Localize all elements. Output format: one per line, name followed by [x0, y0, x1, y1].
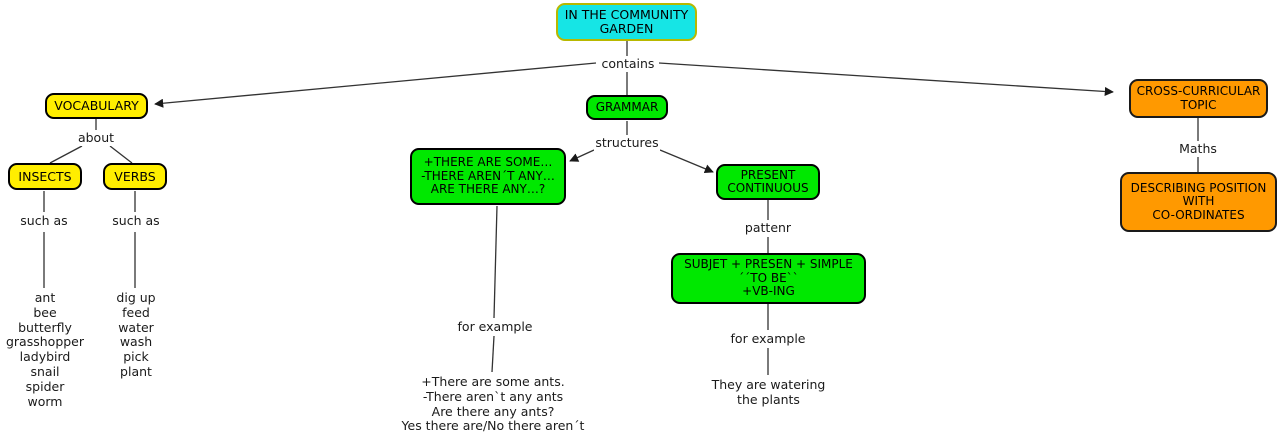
link-label-maths: Maths: [1172, 141, 1224, 157]
link-label-contains: contains: [597, 56, 659, 72]
leaf-present-continuous-example: They are watering the plants: [711, 377, 826, 407]
edge-there-are-to-for-example: [493, 205, 498, 319]
edge-for-example-to-there-are-examples: [491, 335, 495, 373]
leaf-verb-words: dig up feed water wash pick plant: [116, 290, 156, 379]
link-label-pattenr: pattenr: [740, 220, 796, 236]
node-present-continuous-pattern[interactable]: SUBJET + PRESEN + SIMPLE ´´TO BE`` +VB-I…: [671, 253, 866, 304]
node-grammar[interactable]: GRAMMAR: [586, 95, 668, 120]
node-root[interactable]: IN THE COMMUNITY GARDEN: [556, 3, 697, 41]
node-cross-curricular-topic[interactable]: CROSS-CURRICULAR TOPIC: [1129, 79, 1268, 118]
link-label-structures: structures: [594, 135, 660, 151]
leaf-there-are-examples: +There are some ants. -There aren`t any …: [401, 374, 585, 434]
link-label-such-as-insects: such as: [13, 213, 75, 229]
link-label-for-example-there-are: for example: [453, 319, 537, 335]
edge-contains-to-vocabulary: [154, 62, 597, 108]
node-there-are-structures[interactable]: +THERE ARE SOME… -THERE AREN´T ANY… ARE …: [410, 148, 566, 205]
link-label-about: about: [72, 130, 120, 146]
edge-about-to-insects: [49, 145, 83, 164]
edge-structures-to-present-continuous: [659, 149, 714, 174]
edge-contains-to-cross-curricular: [658, 62, 1114, 97]
link-label-for-example-present-continuous: for example: [726, 331, 810, 347]
edge-about-to-verbs: [109, 145, 133, 164]
node-vocabulary[interactable]: VOCABULARY: [45, 93, 148, 119]
node-describing-position[interactable]: DESCRIBING POSITION WITH CO-ORDINATES: [1120, 172, 1277, 232]
node-insects[interactable]: INSECTS: [8, 163, 82, 190]
node-present-continuous[interactable]: PRESENT CONTINUOUS: [716, 164, 820, 200]
node-verbs[interactable]: VERBS: [103, 163, 167, 190]
leaf-insect-words: ant bee butterfly grasshopper ladybird s…: [5, 290, 85, 409]
edge-structures-to-there-are: [569, 149, 595, 162]
link-label-such-as-verbs: such as: [105, 213, 167, 229]
